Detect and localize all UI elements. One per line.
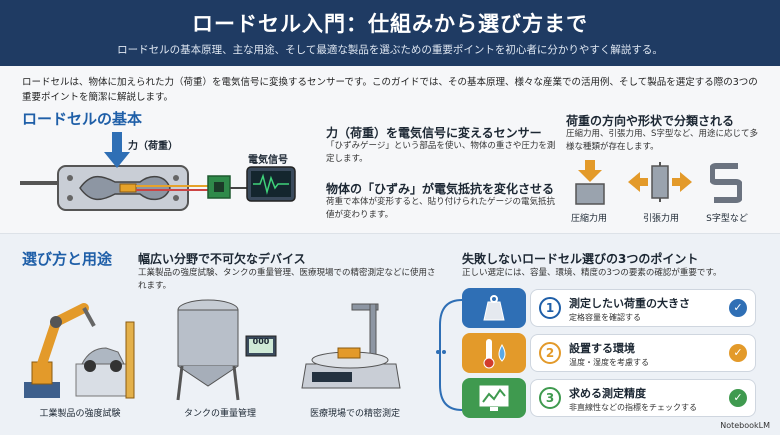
points-title: 失敗しないロードセル選びの3つのポイント: [462, 252, 699, 266]
compression-type-icon: [575, 160, 605, 205]
check-icon: ✓: [729, 389, 747, 407]
points-desc: 正しい選定には、容量、環境、精度の3つの要素の確認が重要です。: [462, 268, 722, 278]
types-title: 荷重の方向や形状で分類される: [566, 114, 735, 128]
force-label: 力（荷重）: [128, 141, 178, 152]
page-subtitle: ロードセルの基本原理、主な用途、そして最適な製品を選ぶための重要ポイントを初心者…: [117, 44, 663, 56]
tension-type-icon: [628, 162, 692, 202]
point-1-subtitle: 定格容量を確認する: [569, 313, 641, 322]
point-2-subtitle: 温度・湿度を考慮する: [569, 358, 649, 367]
page-title: ロードセル入門：仕組みから選び方まで: [192, 12, 588, 36]
point-1-number: 1: [539, 297, 561, 319]
check-icon: ✓: [729, 299, 747, 317]
usage-title: 幅広い分野で不可欠なデバイス: [138, 252, 306, 266]
header-banner: ロードセル入門：仕組みから選び方まで ロードセルの基本原理、主な用途、そして最適…: [0, 0, 780, 66]
robot-arm-icon: [24, 303, 135, 399]
monitor-graph-icon: [479, 385, 509, 411]
signal-label: 電気信号: [248, 155, 288, 166]
signal-monitor-icon: [246, 166, 296, 202]
type-compression-label: 圧縮力用: [570, 214, 607, 224]
tank-icon: [176, 299, 277, 401]
sensor-title: 力（荷重）を電気信号に変えるセンサー: [326, 126, 542, 140]
point-3-title: 求める測定精度: [569, 387, 646, 400]
example-medical-label: 医療現場での精密測定: [309, 409, 400, 419]
example-industrial-label: 工業製品の強度試験: [39, 409, 121, 419]
force-arrow-icon: [104, 132, 130, 168]
loadcell-illustration: [20, 165, 248, 211]
intro-text: ロードセルは、物体に加えられた力（荷重）を電気信号に変換するセンサーです。このガ…: [22, 77, 758, 103]
strain-title: 物体の「ひずみ」が電気抵抗を変化させる: [326, 182, 555, 196]
point-1-icon-tab: [462, 288, 526, 328]
precision-scale-icon: [301, 303, 401, 389]
usage-desc: 工業製品の強度試験、タンクの重量管理、医療現場での精密測定などに使用されます。: [138, 268, 436, 291]
tank-display-value: 000: [252, 337, 270, 346]
usage-heading: 選び方と用途: [22, 250, 113, 268]
example-tank-label: タンクの重量管理: [183, 409, 256, 419]
type-s-label: S字型など: [706, 214, 748, 224]
types-desc: 圧縮力用、引張力用、S字型など、用途に応じて多様な種類が存在します。: [566, 129, 758, 152]
point-2-icon-tab: [462, 333, 526, 373]
point-3-number: 3: [539, 387, 561, 409]
brand-watermark: NotebookLM: [720, 421, 770, 430]
basics-heading: ロードセルの基本: [22, 110, 143, 128]
point-2-title: 設置する環境: [569, 342, 635, 355]
point-1-card: 1 測定したい荷重の大きさ 定格容量を確認する ✓: [530, 289, 756, 327]
point-3-card: 3 求める測定精度 非直線性などの指標をチェックする ✓: [530, 379, 756, 417]
point-2-card: 2 設置する環境 温度・湿度を考慮する ✓: [530, 334, 756, 372]
sensor-desc: 「ひずみゲージ」という部品を使い、物体の重さや圧力を測定します。: [326, 141, 556, 164]
point-1-title: 測定したい荷重の大きさ: [569, 297, 690, 310]
weight-icon: [483, 295, 505, 321]
thermometer-droplet-icon: [483, 339, 506, 369]
section-divider: [0, 233, 780, 234]
point-3-icon-tab: [462, 378, 526, 418]
type-tension-label: 引張力用: [642, 214, 679, 224]
point-3-subtitle: 非直線性などの指標をチェックする: [569, 403, 697, 412]
check-icon: ✓: [729, 344, 747, 362]
strain-desc: 荷重で本体が変形すると、貼り付けられたゲージの電気抵抗値が変わります。: [326, 197, 555, 220]
points-connector: [436, 299, 463, 411]
s-type-icon: [710, 163, 742, 203]
point-2-number: 2: [539, 342, 561, 364]
